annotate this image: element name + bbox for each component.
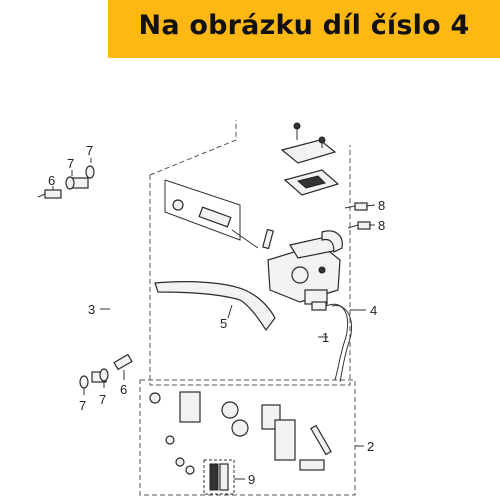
callout-1: 1: [322, 330, 329, 345]
callout-8-upper: 8: [378, 198, 385, 213]
piston-assembly: [164, 179, 274, 250]
master-cylinder-body: [267, 235, 341, 305]
callout-3: 3: [88, 302, 95, 317]
callout-7-bottom-a: 7: [79, 398, 86, 413]
brake-switch-part: [311, 301, 353, 383]
master-cylinder-group-outline: [149, 120, 351, 386]
sealing-washer-bottom-a: [79, 375, 89, 389]
leader-lines: [52, 158, 376, 480]
caliper-group-outline: [139, 379, 356, 496]
clamp-bolt-lower: [347, 221, 371, 230]
reservoir-cap: [280, 122, 337, 164]
brake-hose-part: [71, 177, 124, 383]
callout-9: 9: [248, 472, 255, 487]
sealing-washer-top-b: [85, 165, 95, 179]
brake-pad-part: [203, 459, 235, 495]
banjo-bolt-top: [37, 189, 62, 199]
brake-lever-part: [154, 281, 276, 332]
banjo-bolt-bottom: [113, 353, 133, 371]
callout-5: 5: [220, 316, 227, 331]
callout-6-bottom: 6: [120, 382, 127, 397]
clamp-bolt-upper: [344, 202, 368, 211]
caliper-parts: [149, 391, 332, 475]
callout-7-bottom-b: 7: [99, 392, 106, 407]
callout-2: 2: [367, 439, 374, 454]
callout-6-top: 6: [48, 173, 55, 188]
reservoir-diaphragm: [283, 169, 340, 196]
handlebar-clamp: [318, 230, 343, 274]
callout-7-top-a: 7: [67, 156, 74, 171]
banner-title: Na obrázku díl číslo 4: [138, 10, 470, 41]
title-banner: Na obrázku díl číslo 4: [108, 0, 500, 58]
sealing-washer-top-a: [65, 176, 75, 190]
callout-7-top-b: 7: [86, 143, 93, 158]
callout-4: 4: [370, 303, 377, 318]
sealing-washer-bottom-b: [99, 368, 109, 382]
callout-8-lower: 8: [378, 218, 385, 233]
